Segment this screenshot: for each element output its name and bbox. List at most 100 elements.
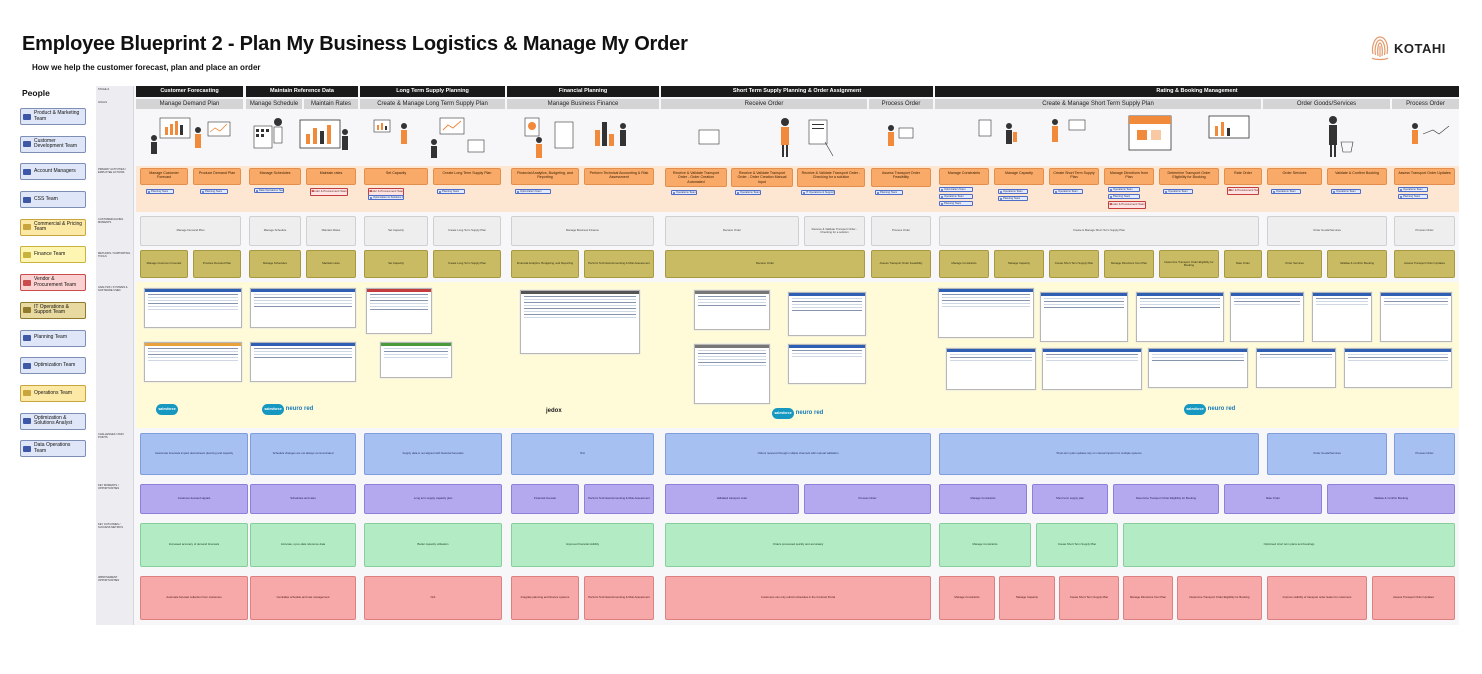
outcome-card: Create Short Term Supply Plan (1036, 523, 1118, 567)
booking-illustration-icon (1329, 116, 1450, 157)
moment-card: Create Long Term Supply Plan (433, 216, 501, 246)
person-item[interactable]: Optimization Team (20, 357, 86, 375)
team-icon (23, 445, 31, 452)
outcome-card: Improved financial visibility (511, 523, 654, 567)
moment-card: Manage Business Finance (511, 216, 654, 246)
person-item[interactable]: Operations Team (20, 384, 86, 402)
illustration (511, 112, 656, 164)
improvement-card: Perform Technical Accounting & Risk Asse… (584, 576, 654, 620)
activity-card[interactable]: Assess Transport Order Updates (1394, 168, 1455, 185)
team-icon (23, 113, 31, 120)
method-card: Create Long Term Supply Plan (433, 250, 501, 278)
subphase-header: Process Order (1392, 99, 1459, 109)
person-item[interactable]: Optimization & Solutions Analyst (20, 412, 86, 430)
moment-card: Process Order (1394, 216, 1455, 246)
person-item[interactable]: Data Operations Team (20, 440, 86, 458)
subphase-header: Create & Manage Short Term Supply Plan (935, 99, 1261, 109)
activity-card[interactable]: Rate Order (1224, 168, 1262, 185)
activity-card[interactable]: Produce Demand Plan (193, 168, 241, 185)
method-card: Assess Transport Order Updates (1394, 250, 1455, 278)
jedox-logo: jedox (546, 408, 562, 414)
screenshot (788, 292, 866, 336)
phase-header: Short Term Supply Planning & Order Assig… (661, 86, 933, 97)
screenshot (1136, 292, 1224, 342)
row-label: Improvement Opportunities (98, 576, 120, 582)
improvement-card: Customers can only submit schedules in t… (665, 576, 931, 620)
activity-card[interactable]: Assess Transport Order Feasibility (871, 168, 931, 187)
improvement-card: Integrate planning and finance systems (511, 576, 579, 620)
improvement-card: N/A (364, 576, 502, 620)
phase-header: Maintain Reference Data (246, 86, 358, 97)
activity-card[interactable]: Manage Directions from Plan (1104, 168, 1154, 185)
improvement-card: Manage Capacity (999, 576, 1055, 620)
phase-header: Long Term Supply Planning (360, 86, 505, 97)
supply-plan-illustration-icon (978, 115, 1250, 151)
method-card: Produce Demand Plan (193, 250, 241, 278)
subphase-header: Manage Schedule (246, 99, 302, 109)
activity-card[interactable]: Receive & Validate Transport Order - Che… (797, 168, 865, 187)
team-chip: Optimization Team (939, 187, 973, 192)
subphase-header: Maintain Rates (304, 99, 358, 109)
screenshot (250, 342, 356, 382)
person-item[interactable]: CSS Team (20, 191, 86, 209)
subphase-header: Receive Order (661, 99, 867, 109)
person-item[interactable]: Account Managers (20, 163, 86, 181)
person-item[interactable]: IT Operations & Support Team (20, 301, 86, 319)
screenshot (380, 342, 452, 378)
screenshot (520, 290, 640, 354)
team-chip: Operations Team (998, 189, 1028, 194)
method-card: Assess Transport Order Feasibility (871, 250, 931, 278)
outcome-card: Increased accuracy of demand forecasts (140, 523, 248, 567)
person-item[interactable]: Customer Development Team (20, 135, 86, 153)
analytics-illustration-icon (373, 117, 485, 158)
activity-card[interactable]: Manage Schedules (249, 168, 301, 185)
screenshot (694, 344, 770, 404)
activity-card[interactable]: Financial Analytics, Budgeting, and Repo… (511, 168, 579, 185)
method-card: Order Services (1267, 250, 1322, 278)
screenshot (1040, 292, 1128, 342)
team-icon (23, 335, 31, 341)
challenge-card: Schedule changes are not always communic… (250, 433, 356, 475)
moment-card: Long term supply capacity plan (364, 484, 502, 514)
activity-card[interactable]: Validate & Confirm Booking (1327, 168, 1387, 185)
person-item[interactable]: Planning Team (20, 329, 86, 347)
method-card: Manage Capacity (994, 250, 1044, 278)
person-item[interactable]: Product & Marketing Team (20, 108, 86, 125)
team-chip: Planning Team (875, 190, 903, 195)
method-card: Manage Customer Forecast (140, 250, 188, 278)
person-item[interactable]: Finance Team (20, 246, 86, 264)
method-card: Set Capacity (364, 250, 428, 278)
activity-card[interactable]: Order Services (1267, 168, 1322, 185)
person-item[interactable]: Vendor & Procurement Team (20, 274, 86, 292)
challenge-card: Process Order (1394, 433, 1455, 475)
activity-card[interactable]: Manage Constraints (939, 168, 989, 185)
outcome-card: Manage Constraints (939, 523, 1031, 567)
outcome-card: Accurate, up-to-date reference data (250, 523, 356, 567)
activity-card[interactable]: Manage Capacity (994, 168, 1044, 185)
activity-card[interactable]: Create Short Term Supply Plan (1049, 168, 1099, 185)
process-illustration-icon (888, 125, 914, 146)
activity-card[interactable]: Create Long Term Supply Plan (433, 168, 501, 185)
screenshot (938, 288, 1034, 338)
row-labels: Stage & Goals Primary Activities / Emplo… (96, 86, 134, 625)
team-icon (23, 362, 31, 369)
order-illustration-icon (698, 118, 834, 157)
team-chip: Operations Team (1108, 187, 1140, 192)
team-icon (23, 390, 31, 397)
subphase-header: Order Goods/Services (1263, 99, 1390, 109)
challenge-card: Inaccurate forecasts impact downstream p… (140, 433, 248, 475)
presentation-illustration-icon (151, 117, 231, 154)
activity-card[interactable]: Receive & Validate Transport Order - Ord… (731, 168, 793, 187)
activity-card[interactable]: Manage Customer Forecast (140, 168, 188, 185)
activity-card[interactable]: Maintain rates (306, 168, 356, 185)
activity-card[interactable]: Perform Technical Accounting & Risk Asse… (584, 168, 654, 185)
screenshot (1230, 292, 1304, 342)
activity-card[interactable]: Determine Transport Order Eligibility fo… (1159, 168, 1219, 185)
activity-card[interactable]: Set Capacity (364, 168, 428, 185)
team-chip: Vendor & Procurement Team (1108, 201, 1146, 209)
team-chip: Operations Team (1271, 189, 1301, 194)
row-label: Customer-Facing Moments (98, 218, 124, 224)
activity-card[interactable]: Receive & Validate Transport Order - Ord… (665, 168, 727, 187)
phase-header: Rating & Booking Management (935, 86, 1459, 97)
person-item[interactable]: Commercial & Pricing Team (20, 218, 86, 236)
